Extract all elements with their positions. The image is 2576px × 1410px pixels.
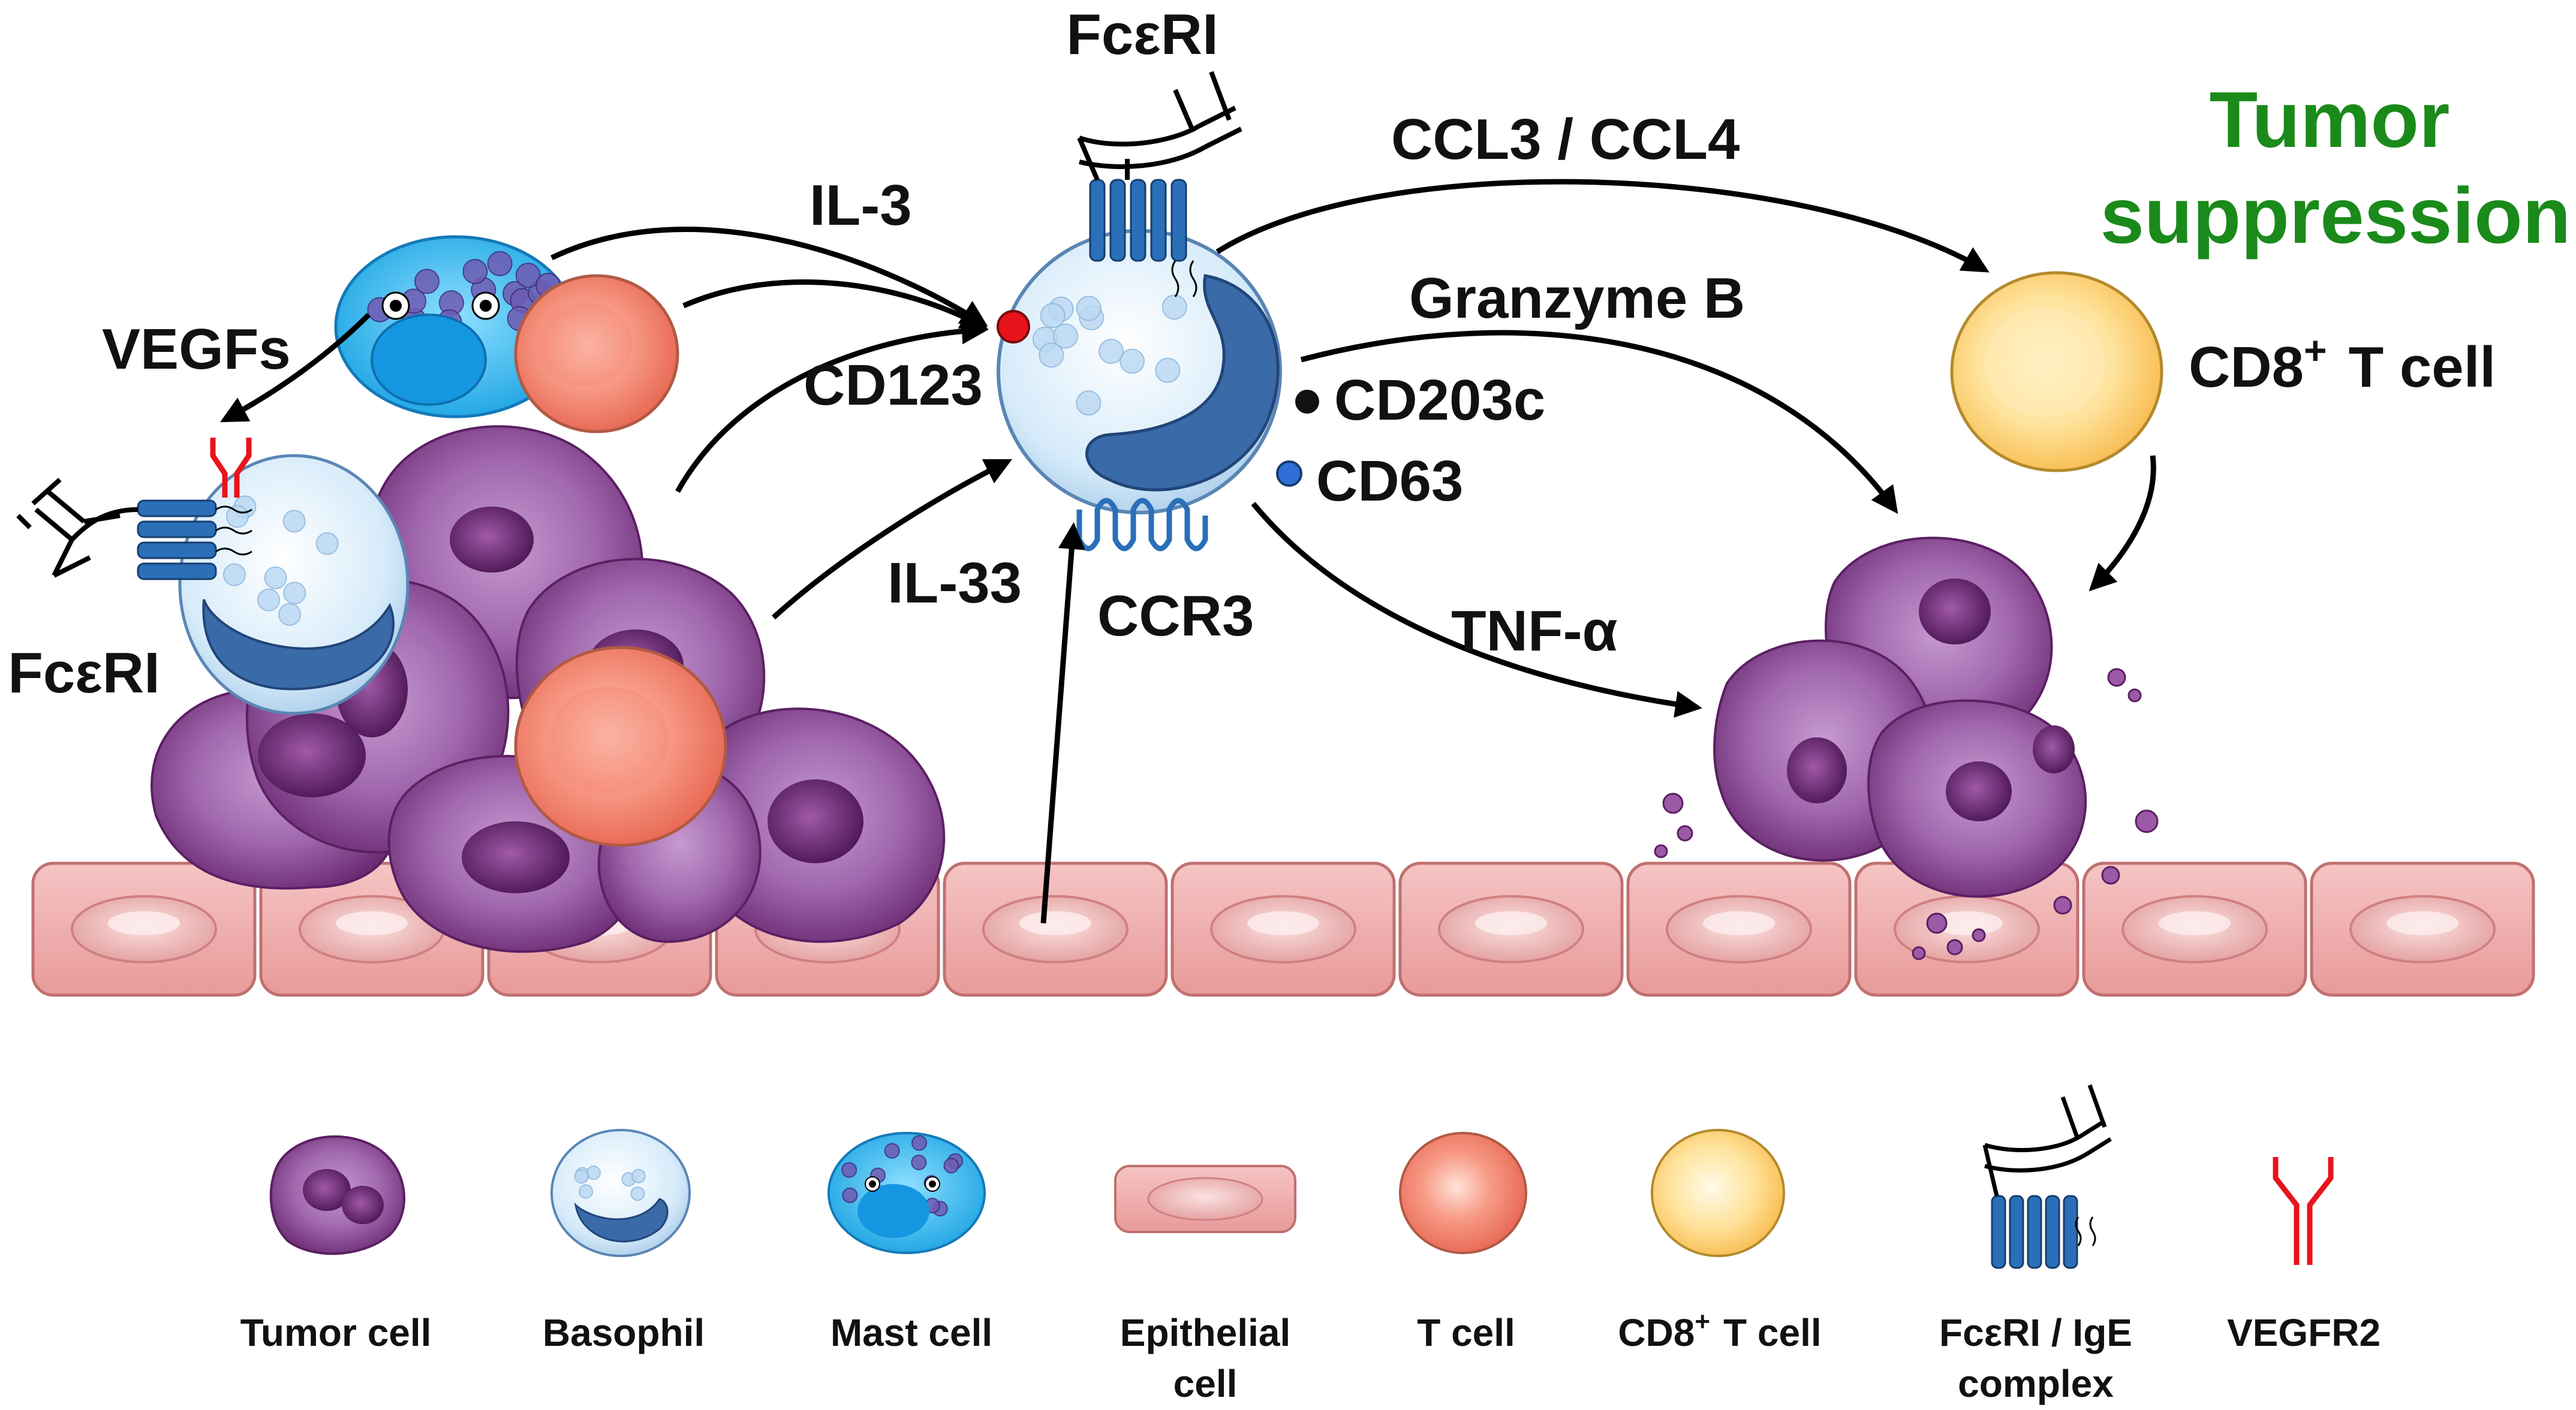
ccr3-label: CCR3 [1097,584,1254,648]
arrow-il33-tumor [771,459,1013,620]
epithelial-cell [1170,861,1396,997]
tumor-nucleus [450,507,534,573]
epithelial-cell [943,861,1168,997]
legend-label-mast: Mast cell [830,1311,992,1354]
cd123-label: CD123 [804,353,983,417]
t-cell-upper [514,274,679,433]
mast-cell-main [334,235,577,418]
basophil-center [997,71,1319,552]
tumor-fragment [2053,896,2072,915]
labels: Tumor suppression FcεRI FcεRI IL-3 VEGFs… [8,2,2571,705]
cd8-t-cell [1950,271,2163,472]
basophil-icon [550,1129,691,1257]
tumor-fragment [1946,939,1963,956]
ccr3-receptor [1076,498,1208,552]
legend-label-tcell: T cell [1417,1311,1515,1354]
arrow-cd8-tumor [2089,455,2156,592]
cd203c-label: CD203c [1334,368,1545,432]
cd8-suffix: T cell [2349,335,2496,399]
granzyme-label: Granzyme B [1409,266,1745,330]
tumor-fragment [1912,946,1926,960]
il33-label: IL-33 [887,551,1022,615]
epithelial-layer [31,861,2535,997]
tumor-nucleus [462,821,570,893]
cd8-t-cell-icon [1651,1129,1785,1257]
cd123-marker [997,310,1030,344]
il3-label: IL-3 [809,173,912,237]
epithelial-cell-icon [1114,1165,1296,1233]
arrow-il3-tcell [682,279,988,330]
basophil-left [16,438,410,715]
tumor-fragment [1654,844,1668,858]
cd63-label: CD63 [1316,449,1463,513]
tnf-label: TNF-α [1451,599,1618,663]
t-cell-lower [514,646,727,847]
legend-cd8-prefix: CD8 [1618,1311,1695,1354]
epithelial-cell [31,861,257,997]
legend-label-fceri-2: complex [1958,1362,2114,1405]
cd8-prefix: CD8 [2189,335,2304,399]
fceri-ige-complex-icon [1982,1084,2112,1269]
legend: Tumor cell Basophil Mast cell Epithelial… [240,1084,2381,1405]
tumor-fragment [1677,825,1693,842]
mast-cell-icon [827,1132,986,1254]
epithelial-cell [1854,861,2080,997]
ccl-label: CCL3 / CCL4 [1391,107,1740,171]
tumor-nucleus [768,779,863,863]
tumor-nucleus [258,713,366,797]
legend-cd8-sup: + [1695,1307,1710,1336]
t-cell-icon [1399,1132,1527,1254]
arrow-il3-mast [550,227,988,327]
arrow-ccl [1215,179,1990,273]
legend-label-epithelial-2: cell [1173,1362,1238,1405]
legend-label-epithelial: Epithelial [1120,1311,1291,1354]
cd203c-marker [1295,390,1319,414]
tumor-fragment [1926,912,1948,934]
legend-label-cd8: CD8+ T cell [1618,1307,1821,1354]
fceri-top-label: FcεRI [1066,2,1218,67]
vegfr2-receptor [210,438,252,498]
title-line1: Tumor [2210,76,2450,164]
fceri-receptor-top [1077,71,1242,297]
legend-label-tumor: Tumor cell [240,1311,432,1354]
legend-label-basophil: Basophil [543,1311,705,1354]
tumor-fragment [1662,793,1684,814]
epithelial-cell [1626,861,1852,997]
legend-label-fceri: FcεRI / IgE [1939,1311,2132,1354]
cd8-sup: + [2304,328,2327,372]
signal-arrows [220,179,2156,924]
epithelial-cell [1398,861,1624,997]
tumor-fragment [2135,809,2159,833]
title-line2: suppression [2100,171,2571,260]
tumor-cell-icon [269,1135,405,1255]
fceri-receptor-left [16,478,252,580]
cd8-label: CD8+ T cell [2189,328,2496,399]
arrow-il33-epithelial [1040,522,1085,924]
vegfs-label: VEGFs [102,317,291,381]
epithelial-cell [2082,861,2307,997]
arrow-tumor-basophil [675,317,989,493]
tumor-mass-right [1654,537,2159,960]
tumor-fragment [2101,866,2120,885]
tumor-fragment [2127,688,2142,703]
tumor-fragment [1972,928,1986,942]
arrow-vegfs [220,312,371,423]
epithelial-cell [2310,861,2535,997]
legend-label-vegfr2: VEGFR2 [2227,1311,2381,1354]
legend-cd8-suffix: T cell [1723,1311,1822,1354]
cd63-marker [1276,460,1302,487]
arrow-tnf [1251,502,1702,718]
vegfr2-icon [2273,1157,2334,1265]
arrow-granzyme [1300,330,1898,514]
tumor-fragment [2107,668,2126,687]
fceri-left-label: FcεRI [8,641,160,705]
